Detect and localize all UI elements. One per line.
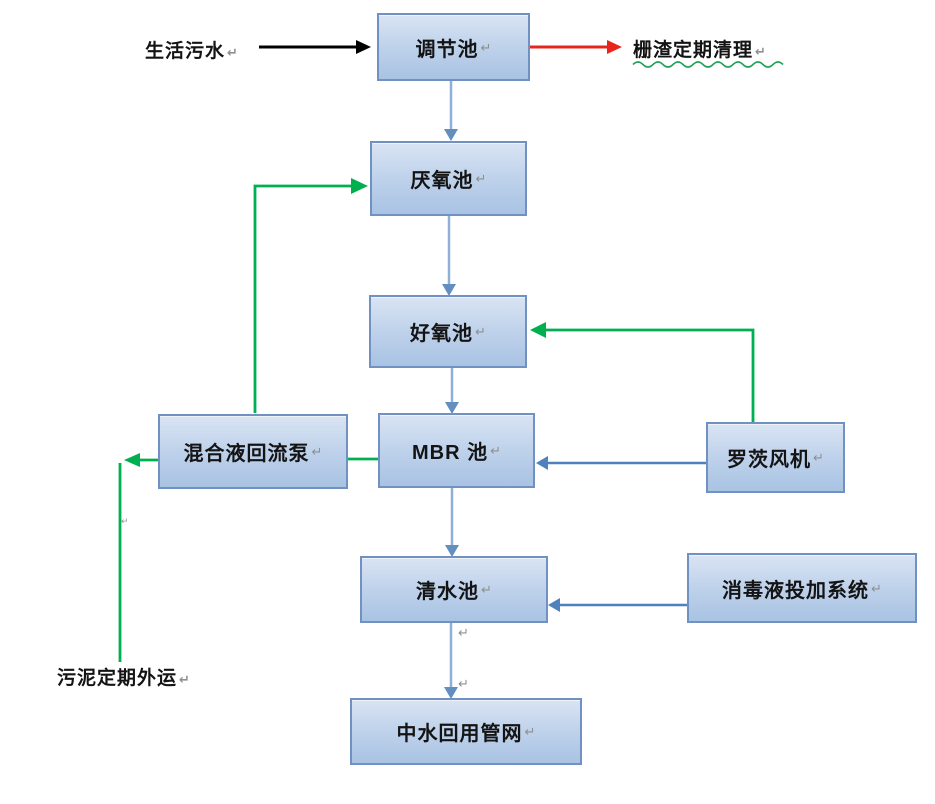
node-mixed-liquor-return-pump[interactable]: 混合液回流泵↵ [158, 414, 348, 489]
arrowhead-blower-to-mbr [536, 456, 548, 470]
label-text: 污泥定期外运 [57, 668, 178, 689]
arrowhead-aerobic-to-mbr [445, 402, 459, 414]
node-aerobic-tank[interactable]: 好氧池↵ [369, 295, 527, 368]
label-text: 生活污水 [145, 41, 226, 62]
screenings-cleaning-label: 栅渣定期清理↵ [633, 35, 767, 62]
node-label: 罗茨风机 [727, 449, 812, 471]
line-blower-to-aerobic [545, 328, 755, 422]
pilcrow-mark: ↵ [475, 171, 487, 186]
pilcrow-mark: ↵ [121, 516, 129, 526]
node-mbr-tank[interactable]: MBR 池↵ [378, 413, 535, 488]
arrowhead-cleanwater-to-network [444, 687, 458, 699]
pilcrow-mark: ↵ [458, 676, 469, 691]
pilcrow-mark: ↵ [524, 724, 536, 739]
line-pump-return-to-anaerobic [253, 184, 352, 413]
arrowhead-anaerobic-to-aerobic [442, 284, 456, 296]
node-reclaimed-water-network[interactable]: 中水回用管网↵ [350, 698, 582, 765]
pilcrow-mark: ↵ [227, 45, 239, 60]
pilcrow-mark: ↵ [179, 672, 191, 687]
pilcrow-mark: ↵ [871, 580, 882, 596]
pilcrow-mark: ↵ [481, 582, 492, 597]
node-label: MBR 池 [411, 442, 489, 464]
node-regulating-tank[interactable]: 调节池↵ [377, 13, 530, 81]
domestic-sewage-label: 生活污水↵ [145, 36, 239, 63]
sludge-removal-label: 污泥定期外运↵ [57, 663, 191, 690]
arrowhead-pump-return-to-anaerobic [351, 178, 368, 194]
pilcrow-mark: ↵ [490, 443, 501, 458]
arrowhead-pump-to-sludge [124, 453, 140, 467]
arrowhead-regulating-to-screenings [607, 40, 622, 54]
label-text: 栅渣定期清理 [633, 40, 754, 61]
arrowhead-mbr-to-cleanwater [445, 545, 459, 557]
pilcrow-mark: ↵ [311, 444, 323, 459]
pilcrow-mark: ↵ [475, 324, 486, 339]
pilcrow-mark: ↵ [458, 625, 469, 640]
node-roots-blower[interactable]: 罗茨风机↵ [706, 422, 845, 493]
arrowhead-regulating-to-anaerobic [444, 129, 458, 141]
arrowhead-sewage-to-regulating [356, 40, 371, 54]
node-label: 清水池 [416, 581, 480, 603]
node-clean-water-tank[interactable]: 清水池↵ [360, 556, 548, 623]
node-disinfectant-dosing-system[interactable]: 消毒液投加系统↵ [687, 553, 917, 623]
pilcrow-mark: ↵ [480, 39, 492, 55]
node-label: 混合液回流泵 [183, 443, 310, 465]
spellcheck-squiggle [632, 61, 784, 68]
pilcrow-mark: ↵ [813, 450, 824, 465]
node-label: 中水回用管网 [396, 723, 523, 745]
node-label: 调节池 [415, 38, 479, 61]
node-label: 厌氧池 [410, 170, 474, 192]
pilcrow-mark: ↵ [755, 44, 767, 59]
arrowhead-blower-to-aerobic [530, 322, 546, 338]
node-label: 好氧池 [410, 323, 474, 345]
node-anaerobic-tank[interactable]: 厌氧池↵ [370, 141, 527, 216]
arrowhead-dosing-to-cleanwater [548, 598, 560, 612]
node-label: 消毒液投加系统 [722, 579, 870, 602]
